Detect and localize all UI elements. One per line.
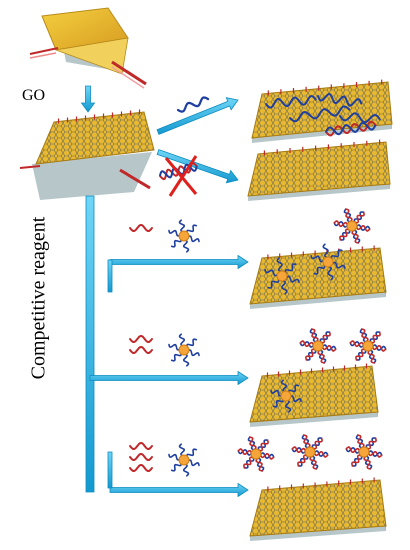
probe-sheet-underside bbox=[32, 152, 152, 200]
arrow-row-triple bbox=[109, 482, 249, 498]
go-strand-left bbox=[29, 47, 59, 55]
probe-sheet-top bbox=[35, 109, 155, 165]
graphene-lattice bbox=[35, 111, 155, 165]
row-triple-reagents bbox=[129, 441, 153, 472]
cross-line-1 bbox=[164, 157, 198, 195]
probe-strand-right bbox=[119, 168, 151, 190]
competitive-reagent-label: Competitive reagent bbox=[27, 216, 50, 380]
competitor-strand bbox=[129, 345, 153, 354]
released-np-double-b bbox=[349, 328, 387, 364]
cross-mark bbox=[164, 155, 198, 197]
nanoparticle bbox=[346, 220, 358, 232]
go-strand-right-2 bbox=[111, 66, 145, 89]
released-np-triple-b bbox=[291, 434, 329, 470]
adsorbed-ssdna-2 bbox=[317, 92, 363, 107]
competitor-strand bbox=[129, 334, 153, 343]
nanoparticle bbox=[178, 454, 190, 466]
cross-line-2 bbox=[168, 155, 198, 197]
nanoparticle bbox=[276, 270, 288, 282]
sheet-edge bbox=[250, 292, 386, 309]
competitor-strand bbox=[129, 463, 153, 472]
arrow-row-single bbox=[109, 254, 249, 270]
row-double-probe-np bbox=[168, 333, 200, 367]
competitor-strand bbox=[129, 441, 153, 450]
result-sheet-double bbox=[249, 363, 379, 427]
competitor-strand bbox=[129, 452, 153, 461]
go-strand-left-2 bbox=[29, 52, 57, 59]
competitive-trunk bbox=[85, 195, 95, 493]
released-np-triple-a bbox=[237, 436, 275, 472]
released-np-double-a bbox=[299, 328, 337, 364]
arrow-row-double bbox=[89, 370, 249, 386]
row-single-reagents bbox=[129, 223, 153, 232]
released-dsdna bbox=[325, 120, 377, 137]
competitor-strand bbox=[129, 223, 153, 232]
adsorbed-np-c bbox=[270, 379, 302, 413]
connector-row-triple bbox=[107, 451, 113, 489]
adsorbed-np-a bbox=[264, 257, 300, 295]
sheet-edge bbox=[250, 526, 386, 541]
graphene-lattice bbox=[249, 365, 379, 423]
arrow-to-adsorbed-sheet bbox=[156, 97, 239, 135]
adsorbed-np-b bbox=[310, 243, 346, 281]
helix-strand-blue bbox=[325, 121, 377, 136]
sheet-edge bbox=[250, 412, 378, 427]
nanoparticle bbox=[304, 446, 316, 458]
graphene-lattice bbox=[247, 141, 391, 197]
row-single-probe-np bbox=[168, 219, 200, 253]
adsorbed-ssdna-1 bbox=[265, 94, 317, 109]
go-strand-right bbox=[111, 60, 147, 86]
sheet-edge bbox=[252, 124, 392, 143]
sheet-edge bbox=[248, 184, 390, 201]
go-sheet bbox=[29, 7, 147, 89]
released-np-triple-c bbox=[345, 434, 383, 470]
go-label: GO bbox=[22, 87, 46, 104]
row-triple-probe-np bbox=[168, 443, 200, 477]
result-sheet-triple bbox=[249, 477, 387, 541]
nanoparticle bbox=[358, 446, 370, 458]
nanoparticle bbox=[178, 344, 190, 356]
graphene-lattice bbox=[249, 479, 387, 537]
probe-loaded-sheet bbox=[19, 152, 152, 200]
nanoparticle bbox=[280, 390, 292, 402]
result-sheet-single bbox=[249, 245, 387, 309]
arrow-go-to-probe bbox=[80, 85, 96, 113]
nanoparticle bbox=[178, 230, 190, 242]
free-ssdna-target bbox=[176, 96, 210, 113]
released-np-single bbox=[333, 208, 371, 244]
go-fold-face bbox=[54, 37, 129, 75]
connector-row-single bbox=[107, 259, 113, 293]
probe-strand-left bbox=[19, 165, 41, 169]
adsorbed-ssdna-4 bbox=[339, 112, 381, 124]
released-sheet bbox=[247, 139, 391, 201]
nanoparticle bbox=[322, 256, 334, 268]
nanoparticle bbox=[362, 340, 374, 352]
nanoparticle bbox=[250, 448, 262, 460]
row-double-reagents bbox=[129, 334, 153, 354]
adsorbed-ssdna-3 bbox=[289, 105, 351, 123]
nanoparticle bbox=[312, 340, 324, 352]
